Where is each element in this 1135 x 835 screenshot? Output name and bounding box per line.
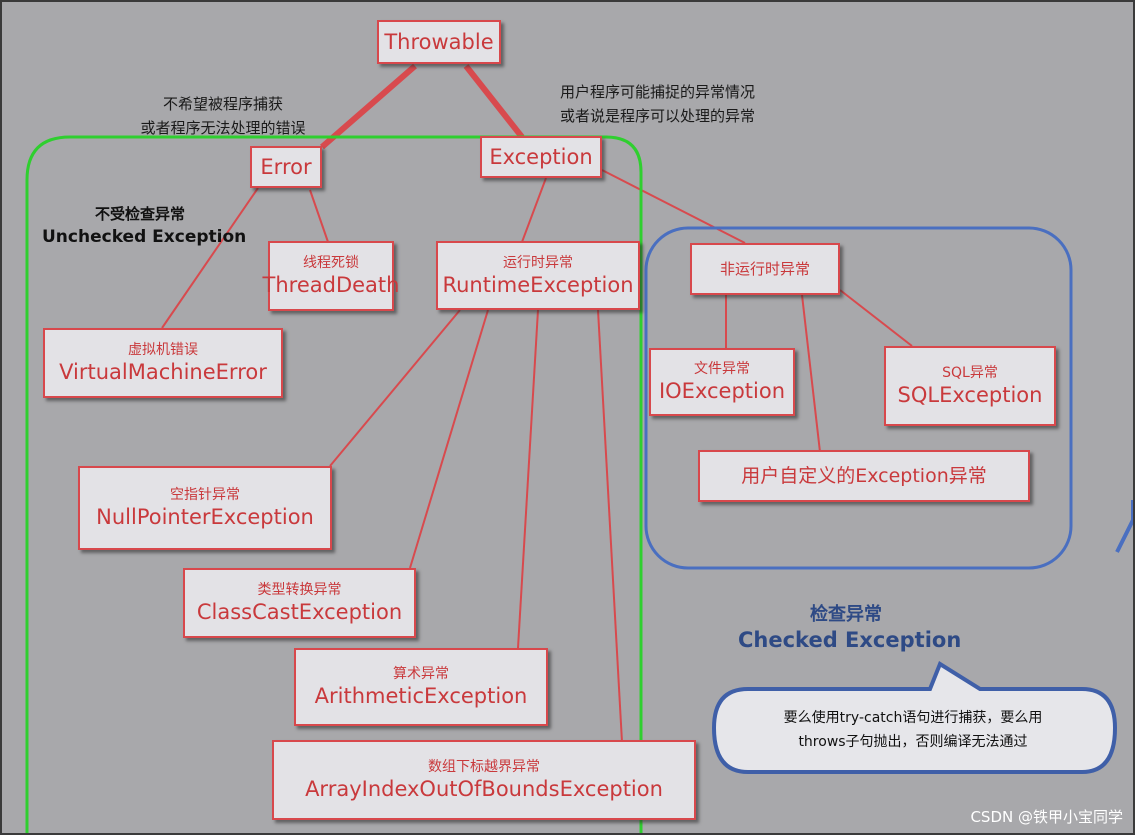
edge-throwable-exception [463, 64, 525, 139]
nullpointer-en: NullPointerException [96, 505, 314, 529]
runtime-en: RuntimeException [442, 272, 634, 297]
edge-exception-nonruntime [601, 169, 746, 244]
throwable-label: Throwable [384, 30, 494, 54]
arrayindex-en: ArrayIndexOutOfBoundsException [305, 777, 663, 801]
edge-runtime-arithmetic [517, 309, 539, 649]
runtime-exception-node: 运行时异常 RuntimeException [436, 241, 640, 310]
edge-error-threaddeath [309, 189, 329, 243]
checked-title-en: Checked Exception [738, 628, 962, 652]
arrow-fragment [1115, 500, 1135, 553]
non-runtime-zh: 非运行时异常 [719, 260, 810, 278]
runtime-zh: 运行时异常 [503, 254, 573, 271]
classcast-zh: 类型转换异常 [257, 582, 342, 598]
exception-node: Exception [480, 136, 602, 178]
error-node: Error [250, 146, 322, 188]
nullpointer-node: 空指针异常 NullPointerException [78, 466, 332, 550]
io-en: IOException [658, 379, 786, 403]
arithmetic-node: 算术异常 ArithmeticException [294, 648, 548, 726]
unchecked-title-en: Unchecked Exception [42, 227, 247, 247]
threaddeath-node: 线程死锁 ThreadDeath [263, 241, 399, 311]
edge-runtime-classcast [409, 309, 489, 569]
vm-error-zh: 虚拟机错误 [128, 342, 198, 358]
vm-error-en: VirtualMachineError [59, 360, 267, 384]
arithmetic-zh: 算术异常 [393, 666, 449, 682]
checked-title-zh: 检查异常 [810, 604, 882, 625]
exception-note-line2: 或者说是程序可以处理的异常 [560, 107, 756, 125]
non-runtime-node: 非运行时异常 [690, 243, 840, 295]
edge-error-vm [161, 187, 259, 329]
error-note-line1: 不希望被程序捕获 [162, 95, 283, 113]
threaddeath-zh: 线程死锁 [303, 255, 359, 271]
edge-exception-runtime [521, 177, 547, 243]
callout-line1: 要么使用try-catch语句进行捕获，要么用 [783, 710, 1043, 726]
edge-nonruntime-custom [801, 294, 821, 453]
threaddeath-en: ThreadDeath [262, 273, 400, 297]
custom-exception-node: 用户自定义的Exception异常 [698, 450, 1030, 502]
error-note: 不希望被程序捕获 或者程序无法处理的错误 [118, 92, 328, 140]
edge-nonruntime-sql [839, 289, 913, 347]
io-exception-node: 文件异常 IOException [649, 348, 795, 416]
edge-throwable-error [320, 63, 417, 150]
exception-note-line1: 用户程序可能捕捉的异常情况 [560, 83, 756, 101]
unchecked-title-zh: 不受检查异常 [95, 205, 186, 223]
connectors [161, 63, 913, 743]
sql-exception-node: SQL异常 SQLException [884, 346, 1056, 426]
classcast-en: ClassCastException [196, 600, 403, 624]
watermark: CSDN @铁甲小宝同学 [970, 808, 1123, 826]
classcast-node: 类型转换异常 ClassCastException [183, 568, 416, 638]
exception-note: 用户程序可能捕捉的异常情况 或者说是程序可以处理的异常 [560, 80, 810, 128]
edge-runtime-arrayindex [597, 309, 623, 743]
edge-runtime-nullpointer [329, 309, 461, 467]
exception-label: Exception [489, 145, 593, 169]
checked-region [644, 226, 1073, 570]
error-label: Error [260, 155, 312, 179]
arithmetic-en: ArithmeticException [314, 684, 528, 708]
nullpointer-zh: 空指针异常 [170, 487, 240, 503]
error-note-line2: 或者程序无法处理的错误 [140, 119, 306, 137]
arrayindex-zh: 数组下标越界异常 [428, 759, 540, 775]
sql-zh: SQL异常 [942, 365, 998, 381]
vm-error-node: 虚拟机错误 VirtualMachineError [43, 328, 283, 398]
callout-text: 要么使用try-catch语句进行捕获，要么用 throws子句抛出，否则编译无… [728, 706, 1098, 754]
unchecked-region [25, 135, 643, 835]
sql-en: SQLException [897, 383, 1043, 407]
io-zh: 文件异常 [694, 361, 750, 377]
callout-line2: throws子句抛出，否则编译无法通过 [798, 734, 1028, 750]
arrayindex-node: 数组下标越界异常 ArrayIndexOutOfBoundsException [272, 740, 696, 820]
custom-label: 用户自定义的Exception异常 [741, 465, 987, 487]
callout-bubble [711, 661, 1118, 774]
throwable-node: Throwable [377, 20, 501, 64]
